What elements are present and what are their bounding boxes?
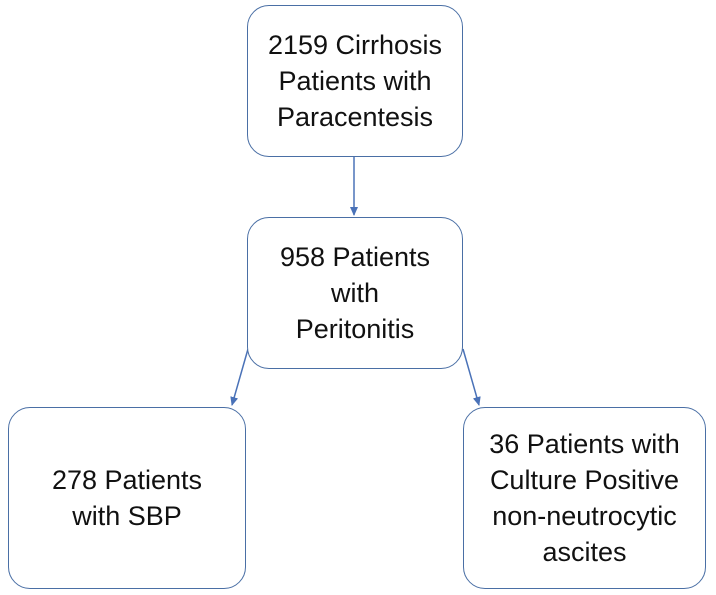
- node-peritonitis: 958 Patients with Peritonitis: [247, 217, 463, 369]
- arrow-middle-to-left: [230, 348, 249, 406]
- arrow-middle-to-right: [462, 348, 481, 406]
- node-culture-positive-ascites: 36 Patients with Culture Positive non-ne…: [463, 407, 706, 589]
- node-cirrhosis-paracentesis: 2159 Cirrhosis Patients with Paracentesi…: [247, 5, 463, 157]
- node-sbp: 278 Patients with SBP: [8, 407, 246, 589]
